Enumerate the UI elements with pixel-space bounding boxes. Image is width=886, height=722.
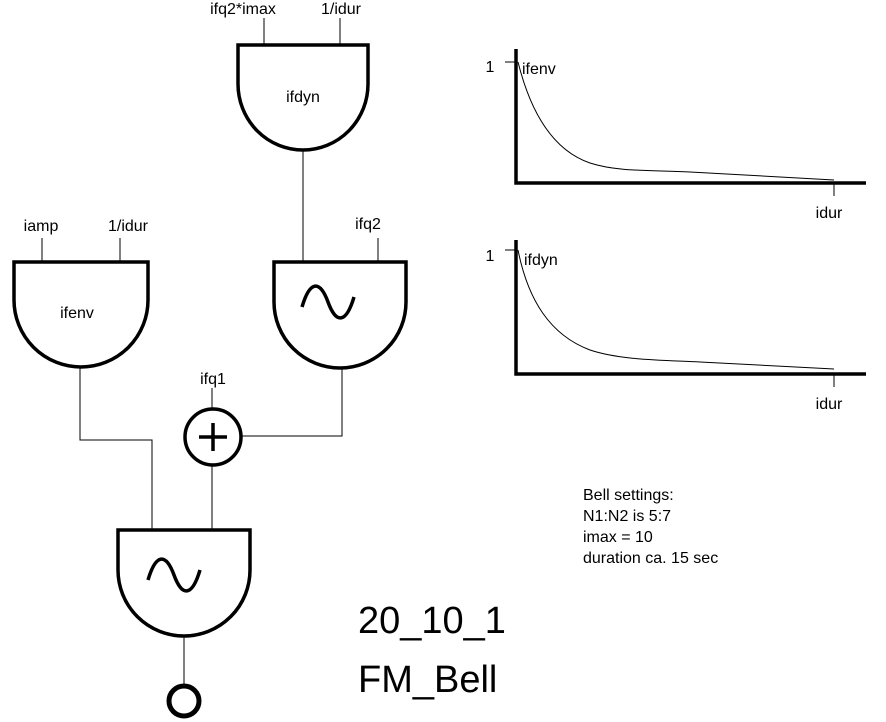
carrier-oscil [116,528,252,719]
graph-ifdyn-curve [517,249,835,370]
ifenv-envelope-block [12,260,150,369]
diagram-title: FM_Bell [358,659,497,701]
graph-ifenv-curve-label: ifenv [522,61,556,78]
graph-ifenv-axes [514,49,866,185]
bell-settings-notes: Bell settings: N1:N2 is 5:7 imax = 10 du… [583,487,718,567]
carrier-oscil-block [116,528,252,638]
adder: ifq1 [183,371,243,467]
oscil-to-adder-wire [242,367,343,437]
ifdyn-unit: ifdyn ifq2*imax 1/idur [210,1,370,152]
ifdyn-block-label: ifdyn [286,89,320,106]
ifenv-to-carrier-wire [79,367,153,530]
ifenv-unit: iamp 1/idur ifenv [12,218,150,369]
sine-wave-icon [146,557,202,593]
graph-ifdyn-curve-label: ifdyn [524,252,558,269]
notes-line: Bell settings: [583,487,674,504]
ifq1-input-label: ifq1 [200,371,226,388]
ifenv-input-2-label: 1/idur [108,218,149,235]
graph-ifdyn-axes [514,240,866,376]
ifenv-block-label: ifenv [60,305,94,322]
notes-line: imax = 10 [583,529,653,546]
graph-ifdyn-y-label: 1 [486,248,495,265]
graph-ifenv: 1 ifenv idur [486,49,866,222]
graph-ifdyn: 1 ifdyn idur [486,240,866,413]
plus-icon [199,423,227,451]
notes-line: N1:N2 is 5:7 [583,508,671,525]
modulator-oscil: ifq2 [272,216,408,370]
ifq2-input-label: ifq2 [355,216,381,233]
diagram-code: 20_10_1 [358,600,506,642]
ifenv-input-1-label: iamp [24,218,59,235]
output-circle [166,683,202,719]
graph-ifdyn-x-label: idur [816,396,843,413]
ifdyn-input-1-label: ifq2*imax [210,1,276,18]
ifdyn-input-2-label: 1/idur [321,1,362,18]
graph-ifenv-y-label: 1 [486,59,495,76]
modulator-oscil-block [272,260,408,370]
graph-ifenv-x-label: idur [816,205,843,222]
graph-ifenv-curve [517,61,835,181]
ifdyn-envelope-block [236,43,370,152]
sine-wave-icon [300,284,356,320]
notes-line: duration ca. 15 sec [583,550,718,567]
